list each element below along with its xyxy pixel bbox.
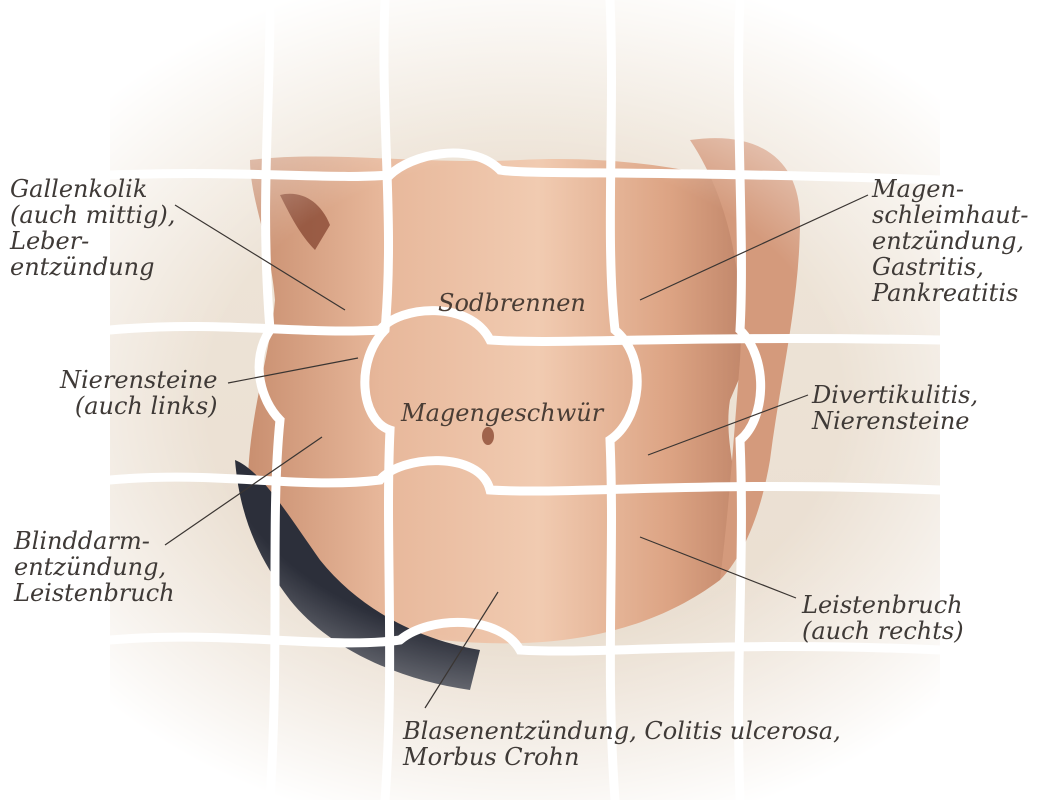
label-divertikulitis: Divertikulitis, Nierensteine [812,382,978,434]
label-blasenentzuendung: Blasenentzündung, Colitis ulcerosa, Morb… [403,718,841,770]
label-gallenkolik: Gallenkolik (auch mittig), Leber- entzün… [10,176,175,280]
label-magenschleimhaut: Magen- schleimhaut- entzündung, Gastriti… [872,176,1029,306]
label-blinddarm: Blinddarm- entzündung, Leistenbruch [14,528,175,606]
navel [482,427,494,445]
label-magengeschwuer: Magengeschwür [401,400,603,426]
label-sodbrennen: Sodbrennen [438,290,586,316]
label-leistenbruch-rechts: Leistenbruch (auch rechts) [802,592,964,644]
label-nierensteine-links: Nierensteine (auch links) [60,367,218,419]
